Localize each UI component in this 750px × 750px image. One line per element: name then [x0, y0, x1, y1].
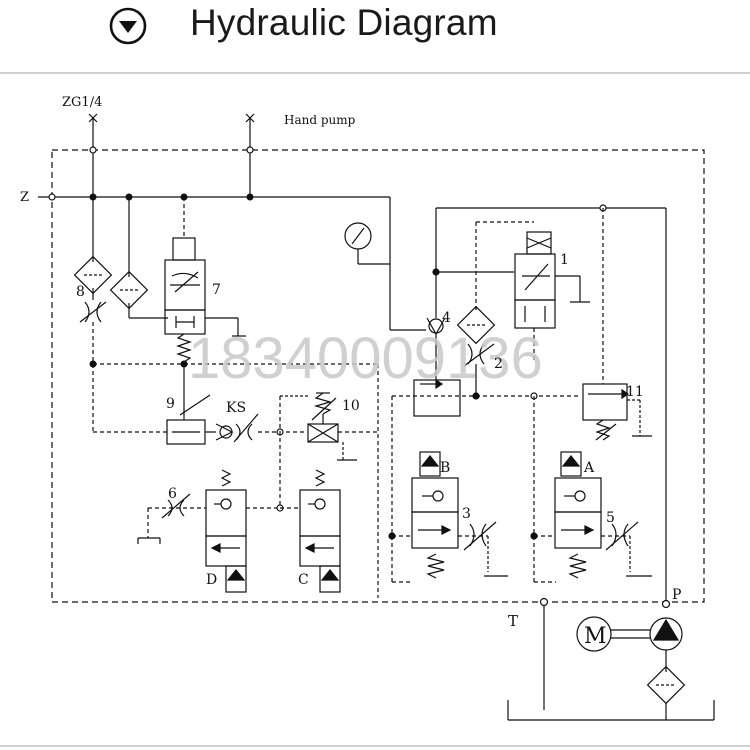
header: Hydraulic Diagram — [0, 0, 750, 74]
label-b: B — [440, 460, 450, 476]
label-ks: KS — [226, 400, 246, 416]
label-zg: ZG1/4 — [62, 95, 102, 110]
label-8: 8 — [76, 284, 85, 300]
hydraulic-diagram: 18340009136 ZG1/4 Hand pump Z T P M 1 2 … — [20, 95, 715, 721]
label-d: D — [206, 572, 217, 588]
label-p: P — [672, 587, 681, 603]
label-c: C — [298, 572, 309, 588]
label-hand-pump: Hand pump — [284, 113, 356, 127]
label-4: 4 — [442, 310, 451, 326]
page-title: Hydraulic Diagram — [190, 2, 498, 43]
footer-divider — [0, 745, 750, 747]
label-z: Z — [20, 190, 29, 205]
watermark: 18340009136 — [188, 326, 543, 391]
label-2: 2 — [494, 356, 503, 372]
label-11: 11 — [626, 384, 644, 400]
label-9: 9 — [166, 396, 175, 412]
label-5: 5 — [606, 510, 615, 526]
label-3: 3 — [462, 506, 471, 522]
header-divider — [0, 72, 750, 74]
chevron-down-circle-icon[interactable] — [108, 6, 148, 46]
label-t: T — [508, 612, 518, 630]
label-7: 7 — [212, 282, 221, 298]
label-6: 6 — [168, 486, 177, 502]
label-a: A — [583, 460, 595, 476]
label-1: 1 — [560, 252, 569, 268]
label-motor: M — [584, 624, 607, 649]
manifold-boundary — [51, 149, 705, 603]
label-10: 10 — [342, 398, 360, 414]
